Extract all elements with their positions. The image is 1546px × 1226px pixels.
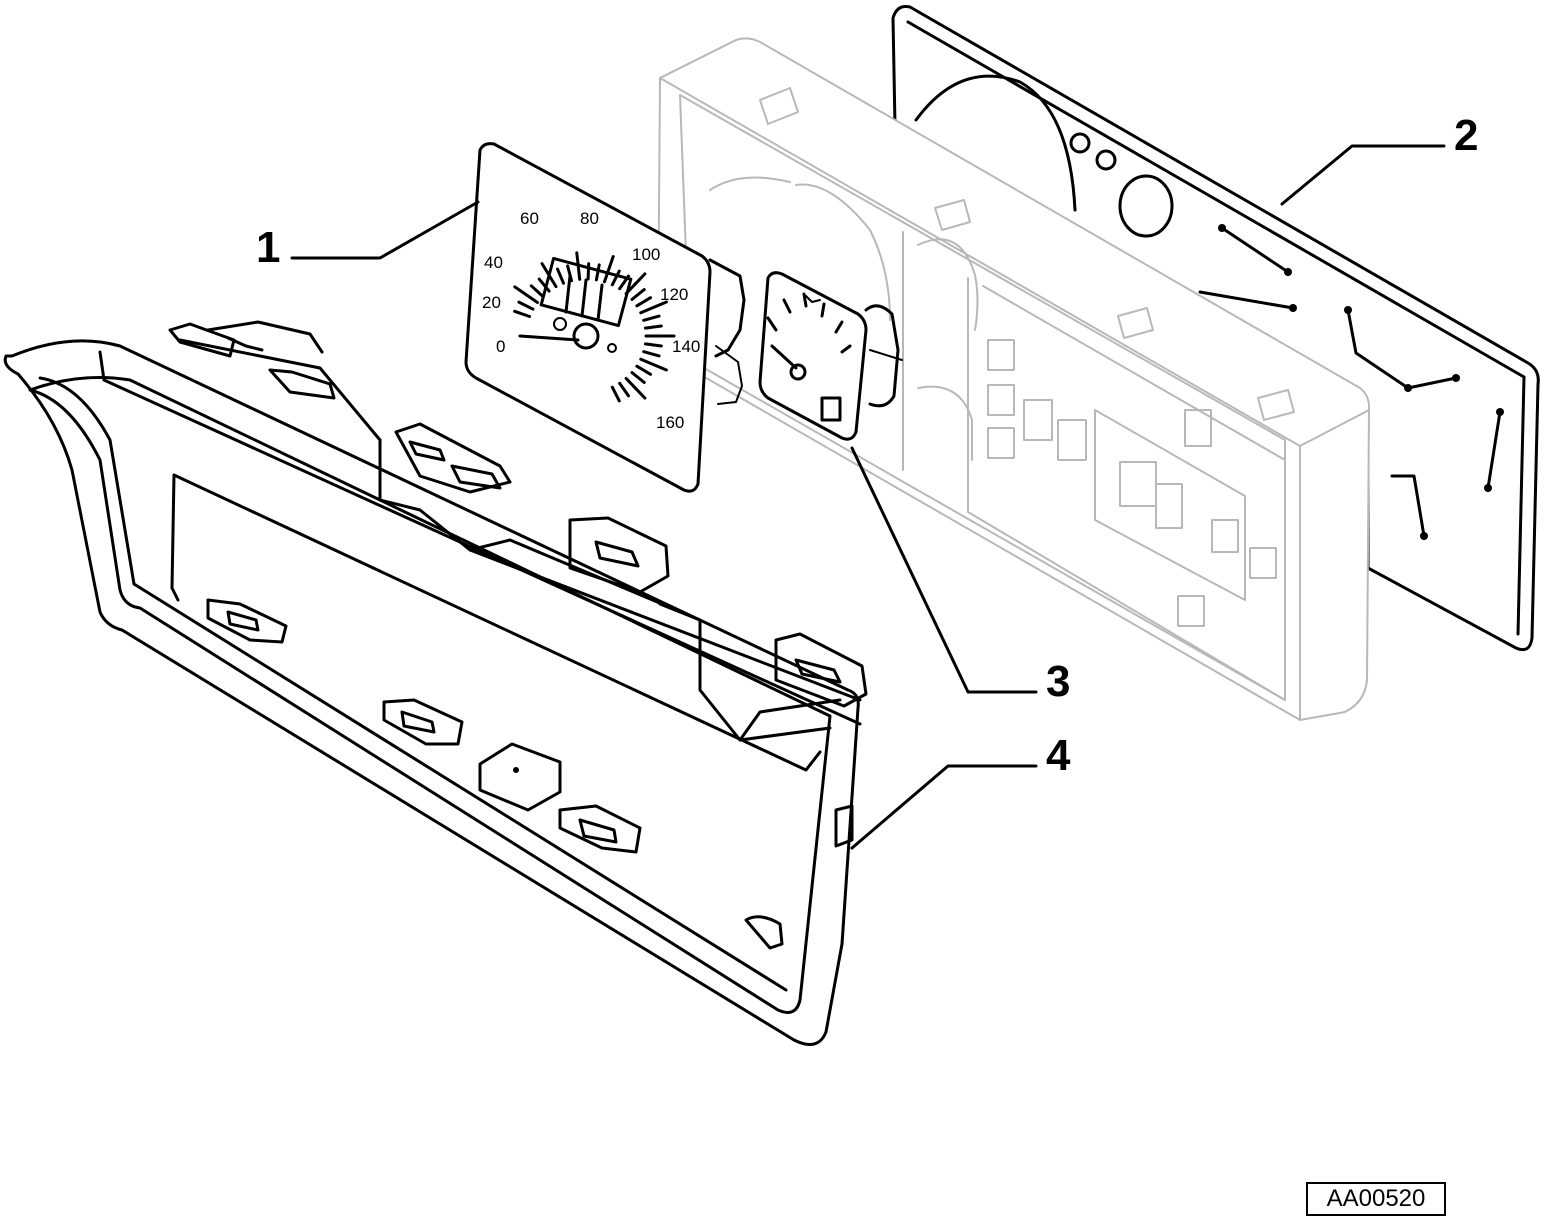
speedometer-scale-label: 100 (632, 245, 660, 264)
speedometer-tick (639, 357, 668, 372)
speedometer-tick (513, 309, 532, 318)
speedometer-scale-label: 160 (656, 413, 684, 432)
speedometer-tick (635, 364, 652, 376)
reference-code: AA00520 (1306, 1182, 1446, 1216)
speedometer-scale-label: 0 (496, 337, 505, 356)
speedometer-tick (603, 255, 615, 284)
cluster-housing (656, 37, 1371, 722)
callout-3: 3 (1046, 657, 1070, 706)
speedometer-scale-label: 80 (580, 209, 599, 228)
speedometer-scale-label: 40 (484, 253, 503, 272)
fuel-gauge (758, 271, 903, 441)
speedometer-tick (575, 251, 582, 281)
speedometer-tick (630, 371, 646, 384)
callout-2: 2 (1454, 111, 1478, 160)
speedometer-tick (624, 272, 647, 296)
speedometer-tick (537, 277, 551, 293)
speedometer-tick (642, 350, 661, 358)
speedometer-scale: 0 20 40 60 80 100 120 140 160 (482, 209, 700, 432)
front-frame (3, 320, 868, 1046)
speedometer-tick (540, 262, 558, 289)
speedometer-tick (630, 288, 646, 301)
speedometer-tick (517, 300, 535, 311)
callout-4: 4 (1046, 731, 1071, 780)
callout-leaders (290, 144, 1446, 850)
speedometer-scale-label: 140 (672, 337, 700, 356)
callout-1: 1 (256, 223, 280, 272)
speedometer-tick (566, 264, 573, 283)
speedometer-tick (624, 376, 647, 400)
speedometer-tick-marks (513, 251, 676, 403)
speedometer-tick (618, 274, 630, 291)
speedometer-tick (556, 267, 565, 285)
speedometer-tick (643, 342, 663, 348)
speedometer-tick (529, 284, 545, 298)
speedometer-tick (594, 263, 601, 282)
speedometer-tick (586, 262, 591, 281)
speedometer-scale-label: 120 (660, 285, 688, 304)
speedometer-scale-label: 20 (482, 293, 501, 312)
speedometer: 0 20 40 60 80 100 120 140 160 (464, 142, 746, 493)
speedometer-scale-label: 60 (520, 209, 539, 228)
speedometer-tick (642, 314, 661, 322)
speedometer-tick (635, 296, 652, 308)
speedometer-tick (639, 300, 668, 315)
speedometer-tick (643, 324, 663, 330)
speedometer-tick (513, 285, 539, 304)
speedometer-tick (610, 269, 621, 287)
speedometer-tick (618, 381, 630, 398)
speedometer-tick (610, 385, 621, 403)
